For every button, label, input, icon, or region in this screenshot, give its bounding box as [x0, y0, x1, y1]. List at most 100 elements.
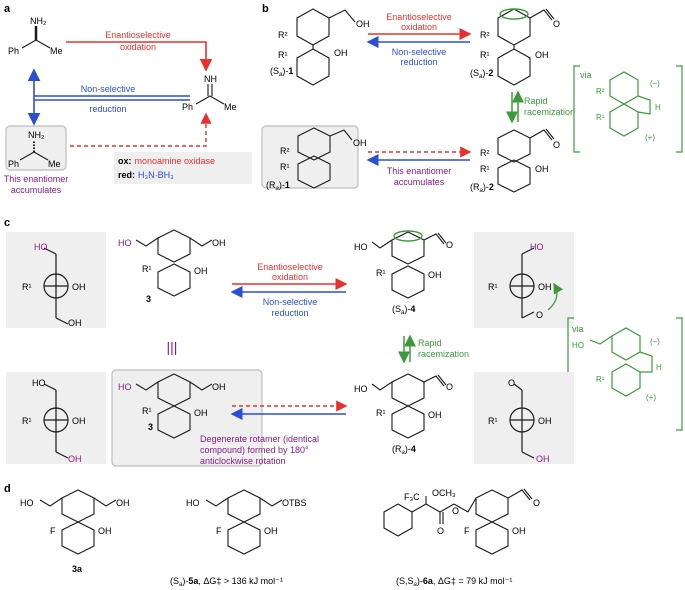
oxidation-arrow — [66, 41, 213, 72]
biaryl-r2 — [497, 128, 555, 193]
r2-label: (Ra)-2 — [470, 182, 494, 194]
imine-me: Me — [224, 102, 237, 112]
degen-label-2: compound) formed by 180° — [200, 445, 309, 455]
accum-label-2: accumulates — [11, 185, 62, 195]
d6a-label-sub: a — [414, 582, 418, 588]
b-reduction-label-1: Non-selective — [392, 47, 447, 57]
amine-r-nh2: NH₂ — [28, 130, 45, 140]
s4-label-pre: (S — [392, 304, 401, 314]
compound-3-bottom — [135, 373, 213, 439]
s1-oh2: OH — [334, 48, 348, 58]
s2-r2: R² — [480, 30, 490, 40]
compound-5a — [205, 489, 283, 555]
d6a-f3c: F₃C — [404, 492, 420, 502]
panel-c-label: c — [4, 217, 10, 229]
c-racemization-label-1: Rapid — [418, 338, 442, 348]
r1-label-num: 1 — [285, 180, 290, 190]
b-via-plus: (+) — [645, 133, 655, 142]
s1-label: (Sa)-1 — [270, 66, 293, 78]
n4-o: O — [508, 378, 515, 388]
panel-b: b OH R² R¹ OH (Sa)-1 Enantioselective ox… — [261, 3, 683, 194]
s4-oh: OH — [428, 270, 442, 280]
panel-d: d HO OH F OH 3a HO OTBS F OH (Sa)-5a, ΔG… — [4, 483, 540, 588]
reagent-key-box — [114, 152, 252, 184]
b-via-r2: R² — [596, 87, 605, 96]
n1-oh-bottom: OH — [68, 318, 82, 328]
r2-label-pre: (R — [470, 182, 480, 192]
c3-num: 3 — [146, 294, 151, 304]
degen-label-1: Degenerate rotamer (identical — [200, 434, 319, 444]
compound-6a — [383, 488, 533, 555]
panel-a: a NH₂ Ph Me Enantioselective oxidation N… — [4, 3, 252, 195]
d5a-ho: HO — [186, 498, 200, 508]
s4-rotation-icon — [393, 230, 423, 242]
n1-r1: R¹ — [22, 282, 32, 292]
r4-label: (Ra)-4 — [392, 444, 416, 456]
b-via-r1: R¹ — [596, 113, 605, 122]
r1-label-pre: (R — [266, 180, 276, 190]
b-reduction-label-2: reduction — [400, 57, 437, 67]
biaryl-s1 — [296, 8, 356, 86]
r2-label-mid: )- — [483, 182, 489, 192]
newman-box-4 — [474, 372, 574, 464]
s1-oh: OH — [356, 19, 370, 29]
c-oxidation-label-1: Enantioselective — [257, 262, 323, 272]
amine-r — [19, 140, 49, 161]
r4-oh: OH — [428, 410, 442, 420]
panel-b-label: b — [262, 3, 269, 15]
b-via-h: H — [655, 103, 661, 112]
newman-2 — [43, 383, 69, 459]
s4-r1: R¹ — [376, 268, 386, 278]
c-via: via — [572, 324, 584, 334]
r1-label: (Ra)-1 — [266, 180, 290, 192]
degenerate-box — [111, 369, 263, 467]
c-via-bracket — [567, 317, 683, 431]
reagent-ox-val: monoamine oxidase — [135, 156, 216, 166]
n2-oh: OH — [72, 416, 86, 426]
panel-c: c HO R¹ OH OH HO R¹ OH OH HO OH R¹ — [4, 217, 683, 467]
s1-label-pre: (S — [270, 66, 279, 76]
d5a-label-pre: (S — [170, 576, 179, 586]
s1-r2: R² — [278, 30, 288, 40]
reagent-ox: ox:monoamine oxidase — [118, 156, 215, 166]
r2-o: O — [553, 140, 560, 150]
n4-r1: R¹ — [488, 416, 498, 426]
r4-r1: R¹ — [376, 408, 386, 418]
reagent-red: red:H₃N·BH₃ — [118, 170, 174, 180]
oxidation-label-1: Enantioselective — [105, 30, 171, 40]
reduction-label-2: reduction — [89, 104, 126, 114]
biaryl-s2 — [497, 8, 555, 86]
c-via-r1: R¹ — [596, 375, 605, 384]
amine-r-ph: Ph — [8, 159, 19, 169]
d6a-label-pre: (S,S — [396, 576, 414, 586]
n2-ho: HO — [32, 378, 46, 388]
d6a-o3: O — [533, 498, 540, 508]
s2-r1: R¹ — [480, 50, 490, 60]
d3a-f: F — [50, 526, 56, 536]
d3a-oh2: OH — [98, 526, 112, 536]
r4-label-pre: (R — [392, 444, 402, 454]
n3-oh: OH — [538, 282, 552, 292]
d5a-label-sub: a — [179, 582, 183, 588]
r4-label-mid: )- — [405, 444, 411, 454]
c3-oh: OH — [212, 238, 226, 248]
s1-r1: R¹ — [278, 50, 288, 60]
b-accum-label-1: This enantiomer — [387, 166, 452, 176]
compound-3-top — [135, 229, 213, 297]
oxidation-label-2: oxidation — [120, 42, 156, 52]
newman-3 — [509, 247, 535, 319]
d6a-oh: OH — [512, 526, 526, 536]
s2-o: O — [553, 19, 560, 29]
r1-label-sub: a — [276, 186, 280, 192]
c-via-plus: (+) — [646, 393, 656, 402]
d6a-o2: O — [437, 526, 444, 536]
r2-r2: R² — [480, 148, 490, 158]
r2-r1: R¹ — [480, 164, 490, 174]
s4-label: (Sa)-4 — [392, 304, 415, 316]
n3-r1: R¹ — [488, 282, 498, 292]
s2-label-mid: )- — [482, 68, 488, 78]
r1-r2: R² — [280, 146, 290, 156]
d6a-label-mid: )- — [417, 576, 423, 586]
compound-3a — [39, 489, 117, 555]
s2-label: (Sa)-2 — [470, 68, 493, 80]
